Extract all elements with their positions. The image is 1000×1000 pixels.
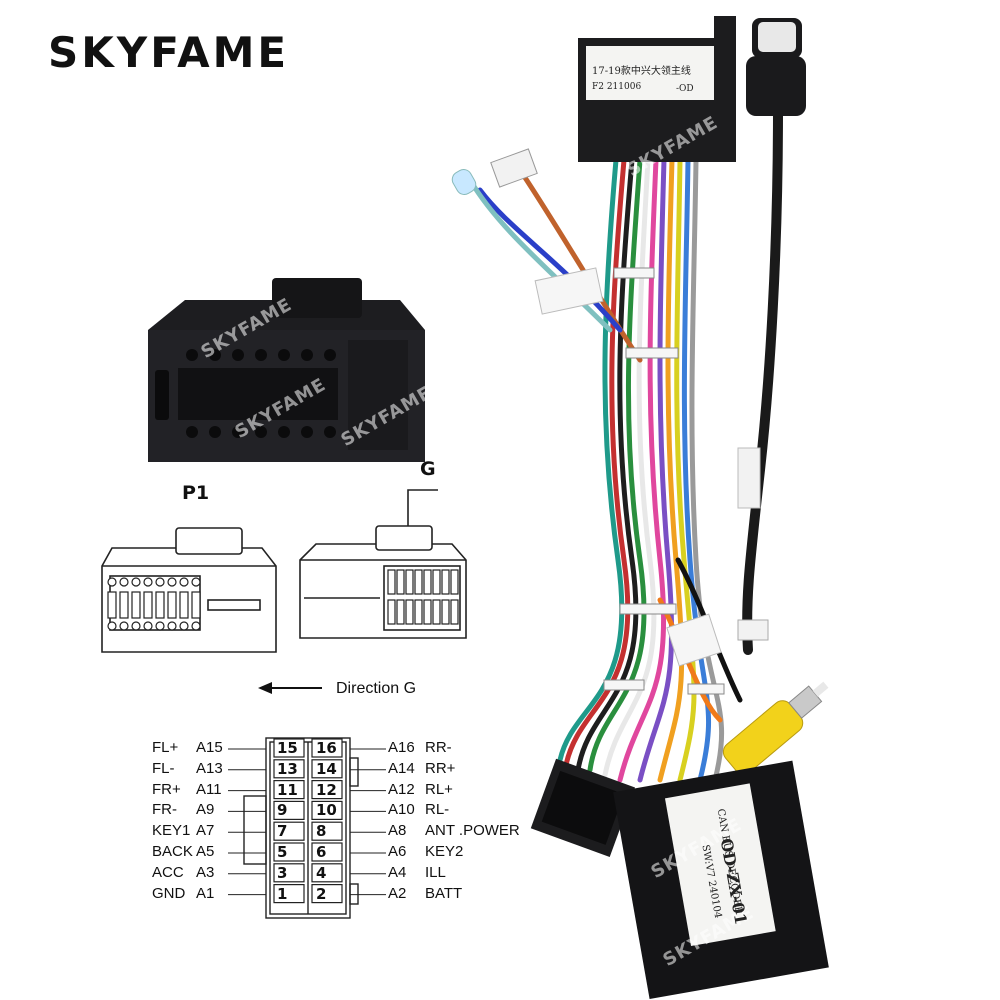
pin-box xyxy=(311,821,343,841)
pin-box xyxy=(273,863,305,883)
pin-id-label: A6 xyxy=(388,843,407,860)
brand-logo: SKYFAME xyxy=(48,28,290,77)
sticker-line3: -OD xyxy=(676,84,694,94)
pin-func-label: FR+ xyxy=(152,780,181,798)
direction-arrow xyxy=(258,682,322,694)
wire-bundle xyxy=(467,157,743,783)
pin-box xyxy=(273,759,305,779)
pin-func-label: FL+ xyxy=(152,739,179,756)
pin-number: 14 xyxy=(316,759,337,778)
pin-number: 2 xyxy=(316,884,327,903)
pin-id-label: A2 xyxy=(388,884,407,902)
pin-box xyxy=(273,821,305,841)
pin-box xyxy=(311,842,343,862)
output-connector xyxy=(530,758,636,857)
pin-func-label: ACC xyxy=(152,863,184,881)
pin-func-label: FL- xyxy=(152,759,175,777)
pin-id-label: A14 xyxy=(388,759,415,777)
pin-number: 7 xyxy=(277,822,288,841)
pin-number: 4 xyxy=(316,863,327,882)
small-white-plug xyxy=(737,619,769,641)
g-connector-drawing xyxy=(299,489,467,639)
pin-func-label: GND xyxy=(152,884,186,902)
pin-box xyxy=(273,842,305,862)
rca-plug xyxy=(722,681,829,775)
p1-connector-drawing xyxy=(101,527,277,653)
pin-number: 8 xyxy=(316,822,327,841)
black-connector-photo xyxy=(148,278,425,462)
pin-box xyxy=(311,738,343,758)
camera-cable xyxy=(742,105,783,655)
pin-number: 13 xyxy=(277,759,298,778)
pin-id-label: A7 xyxy=(196,822,215,840)
pin-box xyxy=(273,779,305,800)
pin-number: 6 xyxy=(316,843,327,861)
pin-box xyxy=(311,779,343,800)
pin-id-label: A16 xyxy=(388,739,415,756)
pin-id-label: A9 xyxy=(196,801,215,819)
pin-number: 12 xyxy=(316,780,337,799)
clear-terminal xyxy=(451,169,477,195)
pin-func-label: BACK xyxy=(152,843,193,860)
wire-tag xyxy=(534,267,604,315)
pin-box xyxy=(311,759,343,779)
sticker-line1: 17-19款中兴大领主线 xyxy=(592,66,691,77)
pin-number: 10 xyxy=(316,801,337,820)
pin-func-label: RR- xyxy=(425,739,452,756)
pin-number: 15 xyxy=(277,739,298,757)
pin-number: 1 xyxy=(277,884,288,903)
pin-id-label: A3 xyxy=(196,863,215,881)
pin-number: 9 xyxy=(277,801,288,820)
pin-func-label: BATT xyxy=(425,884,463,902)
pin-boxes xyxy=(273,738,343,904)
pin-box xyxy=(273,883,305,904)
cable-label xyxy=(737,447,761,509)
pin-id-label: A4 xyxy=(388,863,407,881)
pin-number: 16 xyxy=(316,739,337,757)
can-decoder-box xyxy=(613,760,829,1000)
pin-func-label: ANT .POWER xyxy=(425,822,520,840)
pin-box xyxy=(273,800,305,821)
pinout-diagram xyxy=(243,737,359,919)
pin-box xyxy=(311,863,343,883)
pin-box xyxy=(311,883,343,904)
pin-id-label: A11 xyxy=(196,780,222,798)
cable-ties xyxy=(603,267,725,695)
pin-func-label: RR+ xyxy=(425,759,456,777)
direction-label: Direction G xyxy=(336,680,417,697)
pin-id-label: A1 xyxy=(196,884,215,902)
pin-number: 5 xyxy=(277,843,288,861)
white-plug xyxy=(490,148,538,188)
pin-leaders xyxy=(228,748,386,896)
pin-id-label: A15 xyxy=(196,739,223,756)
pin-id-label: A8 xyxy=(388,822,407,840)
pin-id-label: A12 xyxy=(388,780,415,798)
pin-box xyxy=(273,738,305,758)
pin-func-label: ILL xyxy=(425,863,446,881)
pin-number: 3 xyxy=(277,863,288,882)
pin-id-label: A5 xyxy=(196,843,215,860)
pin-box xyxy=(311,800,343,821)
pin-number: 11 xyxy=(277,780,298,799)
pin-id-label: A10 xyxy=(388,801,415,819)
p1-label: P1 xyxy=(182,482,210,504)
wire-tag-2 xyxy=(666,613,722,667)
pin-func-label: KEY2 xyxy=(425,843,464,860)
g-label: G xyxy=(420,458,436,480)
pin-func-label: RL- xyxy=(425,801,450,819)
pin-func-label: KEY1 xyxy=(152,822,191,840)
pin-func-label: FR- xyxy=(152,801,177,819)
pin-id-label: A13 xyxy=(196,759,223,777)
pin-func-label: RL+ xyxy=(425,780,453,798)
sticker-line2: F2 211006 xyxy=(592,82,642,92)
harness-sticker xyxy=(586,46,714,100)
